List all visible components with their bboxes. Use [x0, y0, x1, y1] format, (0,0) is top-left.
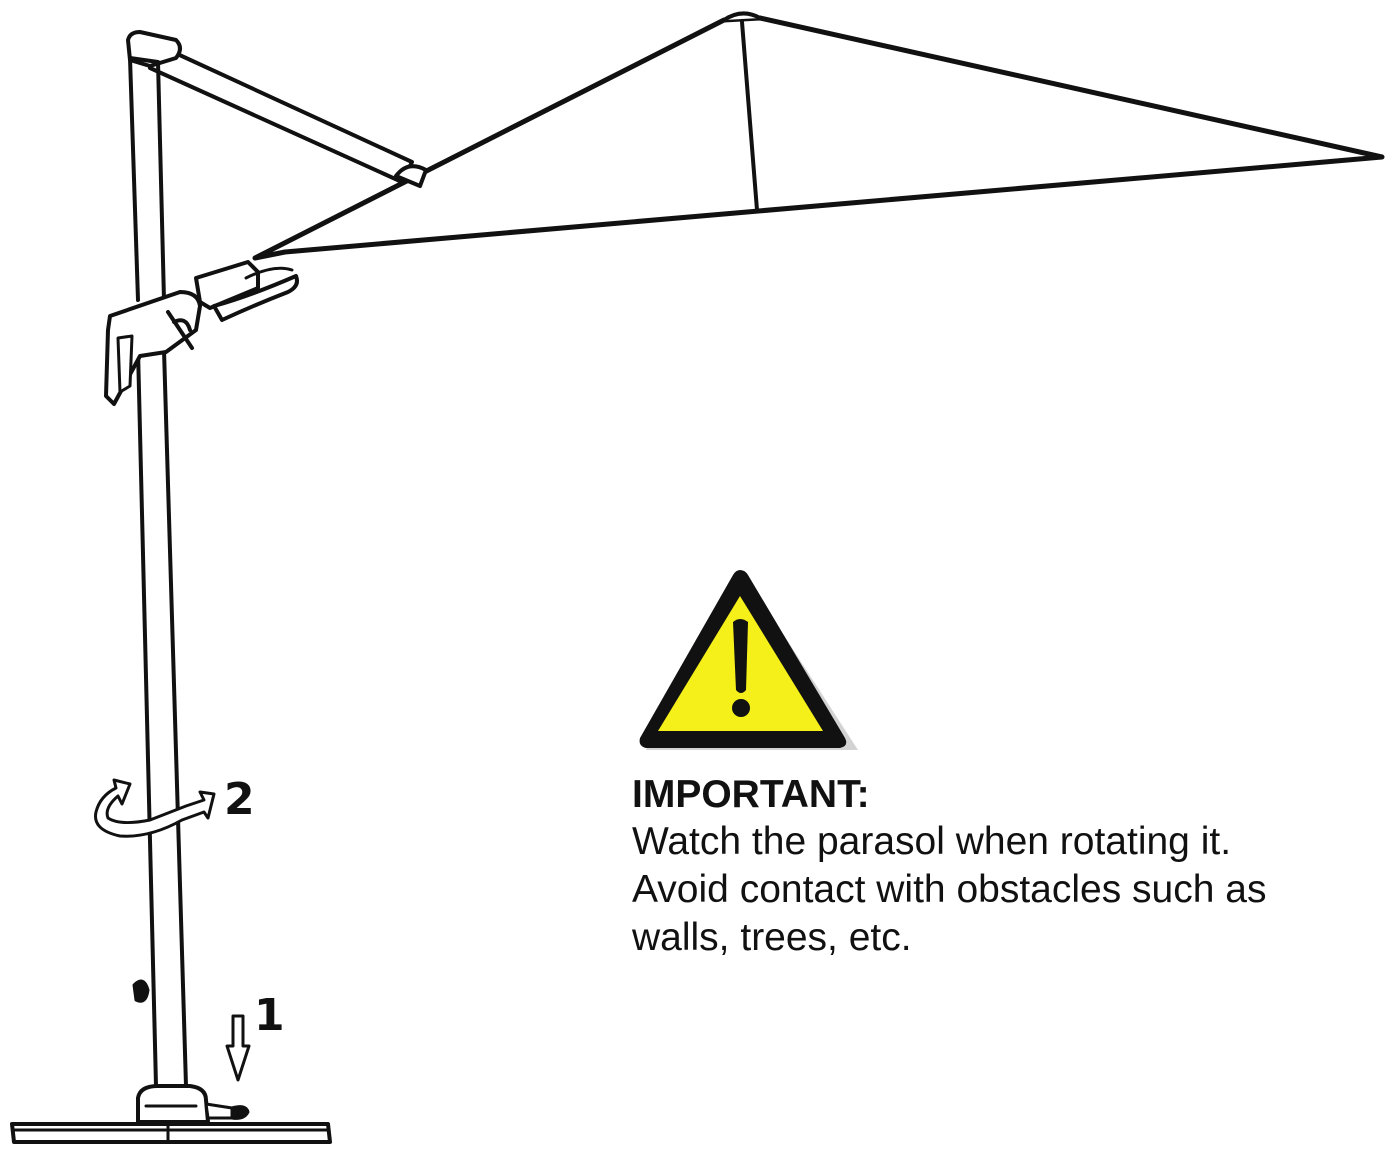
warning-text-line: Avoid contact with obstacles such as [632, 868, 1267, 911]
warning-title: IMPORTANT: [632, 773, 870, 816]
warning-text-line: Watch the parasol when rotating it. [632, 820, 1232, 863]
parasol-canopy [252, 11, 1385, 261]
parasol-base [10, 1084, 332, 1144]
step-1-label: 1 [254, 990, 285, 1041]
rotate-arrow-icon [94, 778, 216, 838]
press-down-arrow-icon [225, 1014, 251, 1082]
warning-text-line: walls, trees, etc. [632, 916, 912, 959]
parasol-mast [128, 56, 188, 1088]
warning-triangle-icon [639, 570, 858, 750]
warning-notice: IMPORTANT: Watch the parasol when rotati… [632, 772, 1352, 962]
step-2-label: 2 [224, 774, 255, 825]
tilt-mechanism [104, 260, 299, 406]
support-arm [126, 30, 428, 188]
